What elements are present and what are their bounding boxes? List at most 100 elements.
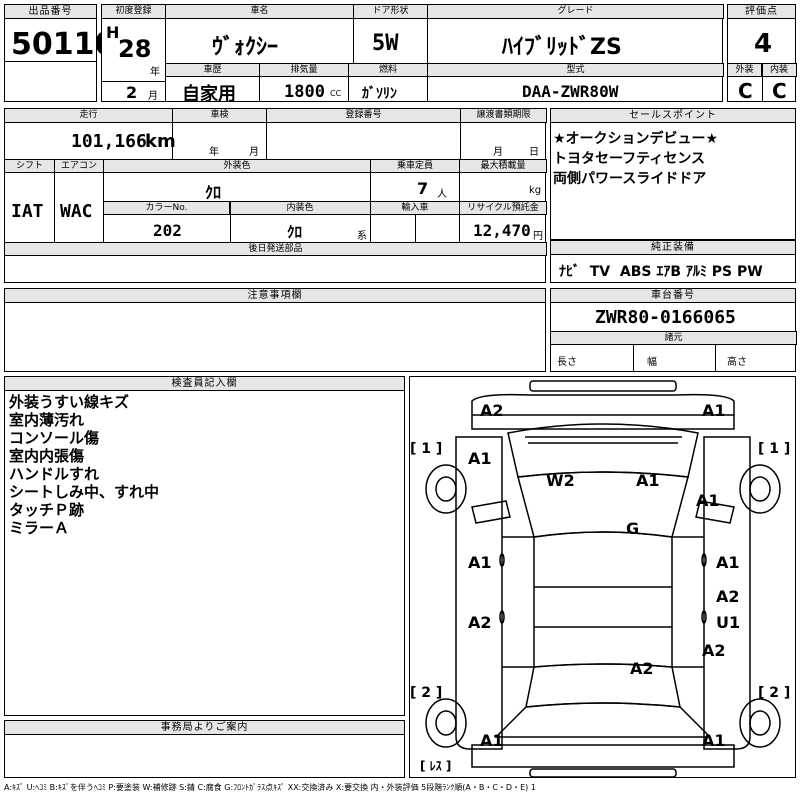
height-label: 高さ bbox=[727, 357, 747, 368]
car-name-label: 車名 bbox=[165, 4, 354, 19]
score: 4 bbox=[754, 29, 773, 59]
import-label: 輸入車 bbox=[370, 201, 460, 215]
damage-mark: A2 bbox=[468, 613, 492, 632]
transfer-month-unit: 月 bbox=[493, 147, 503, 158]
damage-mark: A1 bbox=[702, 401, 726, 420]
mileage: 101,166 bbox=[71, 131, 147, 152]
width-label: 幅 bbox=[647, 357, 657, 368]
reg-month: 2 bbox=[126, 83, 138, 102]
damage-mark: A2 bbox=[480, 401, 504, 420]
year-unit: 年 bbox=[150, 67, 160, 78]
ext-grade: C bbox=[738, 79, 753, 103]
capacity-unit: 人 bbox=[437, 189, 447, 200]
length-label: 長さ bbox=[557, 357, 577, 368]
inspection-label: 車検 bbox=[172, 108, 267, 123]
equipment-items: ﾅﾋﾞ TV ABS ｴｱB ｱﾙﾐ PS PW bbox=[559, 264, 763, 280]
load-unit: kg bbox=[529, 185, 542, 196]
sales-line: トヨタセーフティセンス bbox=[553, 151, 706, 167]
zone-label: [ 1 ] bbox=[410, 441, 443, 457]
inspector-box: 検査員記入欄 外装うすい線キズ 室内薄汚れ コンソール傷 室内内張傷 ハンドルす… bbox=[4, 376, 405, 716]
displacement: 1800 bbox=[284, 82, 325, 102]
capacity: 7 bbox=[417, 179, 429, 198]
lot-label: 出品番号 bbox=[5, 5, 96, 19]
equipment-box: 純正装備 ﾅﾋﾞ TV ABS ｴｱB ｱﾙﾐ PS PW bbox=[550, 240, 796, 283]
color-no: 202 bbox=[153, 221, 182, 240]
ac-label: エアコン bbox=[54, 159, 104, 173]
month-unit: 月 bbox=[148, 91, 158, 102]
office-label: 事務局よりご案内 bbox=[5, 721, 404, 735]
fuel-label: 燃料 bbox=[348, 63, 428, 77]
int-color-label: 内装色 bbox=[229, 201, 371, 215]
damage-mark: A2 bbox=[702, 641, 726, 660]
sales-label: セールスポイント bbox=[551, 109, 795, 123]
ext-label: 外装 bbox=[727, 63, 762, 77]
color-label: 外装色 bbox=[103, 159, 371, 173]
chassis-box: 車台番号 ZWR80-0166065 諸元 長さ 幅 高さ bbox=[550, 288, 797, 372]
car-diagram: A2 A1 A1 W2 A1 A1 G A1 A1 A2 A2 U1 A2 A2… bbox=[409, 376, 796, 778]
ac: WAC bbox=[60, 201, 93, 222]
insp-month-unit: 月 bbox=[249, 147, 259, 158]
model-label: 型式 bbox=[427, 63, 724, 77]
cc-label: 排気量 bbox=[259, 63, 349, 77]
grade: ﾊｲﾌﾞﾘｯﾄﾞZS bbox=[502, 35, 622, 60]
damage-mark: A1 bbox=[696, 491, 720, 510]
details-box: 走行 車検 登録番号 譲渡書類期限 101,166 km 年 月 月 日 シフト… bbox=[4, 108, 547, 283]
inspector-note: タッチＰ跡 bbox=[9, 501, 85, 519]
damage-mark: A2 bbox=[716, 587, 740, 606]
legend: A:ｷｽﾞ U:ﾍｺﾐ B:ｷｽﾞを伴うﾍｺﾐ P:要塗装 W:補修跡 S:錆 … bbox=[4, 783, 536, 792]
reg-no-label: 登録番号 bbox=[266, 108, 461, 123]
cc-unit: CC bbox=[330, 89, 342, 98]
damage-mark: A1 bbox=[716, 553, 740, 572]
score-label: 評価点 bbox=[728, 5, 795, 19]
damage-mark: A1 bbox=[480, 731, 504, 750]
era: H bbox=[106, 23, 120, 42]
lot-box: 出品番号 50110 bbox=[4, 4, 115, 102]
zone-label: [ ﾚｽ ] bbox=[420, 759, 452, 773]
int-grade: C bbox=[772, 79, 787, 103]
spec-label: 諸元 bbox=[550, 331, 797, 345]
zone-label: [ 2 ] bbox=[410, 685, 443, 701]
equipment-label: 純正装備 bbox=[551, 241, 795, 255]
reg-year: 28 bbox=[118, 35, 152, 63]
chassis-label: 車台番号 bbox=[551, 289, 795, 303]
vehicle-box: 初度登録 車名 ドア形状 グレード H 28 年 ｳﾞｫｸｼｰ 5W ﾊｲﾌﾞﾘ… bbox=[101, 4, 724, 105]
sales-line: 両側パワースライドドア bbox=[553, 171, 707, 187]
office-box: 事務局よりご案内 bbox=[4, 720, 405, 778]
sales-line: ★オークションデビュー★ bbox=[553, 131, 719, 147]
inspector-note: 室内薄汚れ bbox=[9, 411, 85, 429]
recycle-fee: 12,470 bbox=[473, 221, 531, 240]
exterior-color: ｸﾛ bbox=[205, 183, 222, 202]
transfer-day-unit: 日 bbox=[529, 147, 539, 158]
notes-box: 注意事項欄 bbox=[4, 288, 546, 372]
zone-label: [ 1 ] bbox=[758, 441, 791, 457]
inspector-note: コンソール傷 bbox=[9, 429, 100, 447]
car-outline bbox=[425, 380, 781, 778]
mileage-label: 走行 bbox=[4, 108, 173, 123]
recycle-label: リサイクル預託金 bbox=[459, 201, 547, 215]
recycle-unit: 円 bbox=[533, 231, 543, 242]
damage-mark: A1 bbox=[636, 471, 660, 490]
first-reg-label: 初度登録 bbox=[101, 4, 166, 19]
score-box: 評価点 4 外装 内装 C C bbox=[727, 4, 797, 103]
inspector-note: ハンドルすれ bbox=[9, 465, 100, 483]
int-color-unit: 系 bbox=[357, 231, 367, 242]
inspector-label: 検査員記入欄 bbox=[5, 377, 404, 391]
inspector-note: シートしみ中、すれ中 bbox=[9, 483, 160, 501]
damage-mark: A1 bbox=[702, 731, 726, 750]
damage-mark: A1 bbox=[468, 553, 492, 572]
damage-mark: W2 bbox=[546, 471, 575, 490]
car-name: ｳﾞｫｸｼｰ bbox=[212, 35, 279, 60]
history-label: 車歴 bbox=[165, 63, 260, 77]
lot-number: 50110 bbox=[11, 27, 116, 62]
zone-label: [ 2 ] bbox=[758, 685, 791, 701]
notes-label: 注意事項欄 bbox=[5, 289, 545, 303]
chassis-number: ZWR80-0166065 bbox=[595, 307, 736, 328]
later-parts-label: 後日発送部品 bbox=[4, 242, 547, 256]
inspector-note: 外装うすい線キズ bbox=[9, 393, 130, 411]
model-code: DAA-ZWR80W bbox=[522, 82, 619, 101]
capacity-label: 乗車定員 bbox=[370, 159, 460, 173]
door-label: ドア形状 bbox=[353, 4, 428, 19]
fuel: ｶﾞｿﾘﾝ bbox=[362, 86, 397, 102]
shift: IAT bbox=[11, 201, 44, 222]
int-label: 内装 bbox=[761, 63, 797, 77]
